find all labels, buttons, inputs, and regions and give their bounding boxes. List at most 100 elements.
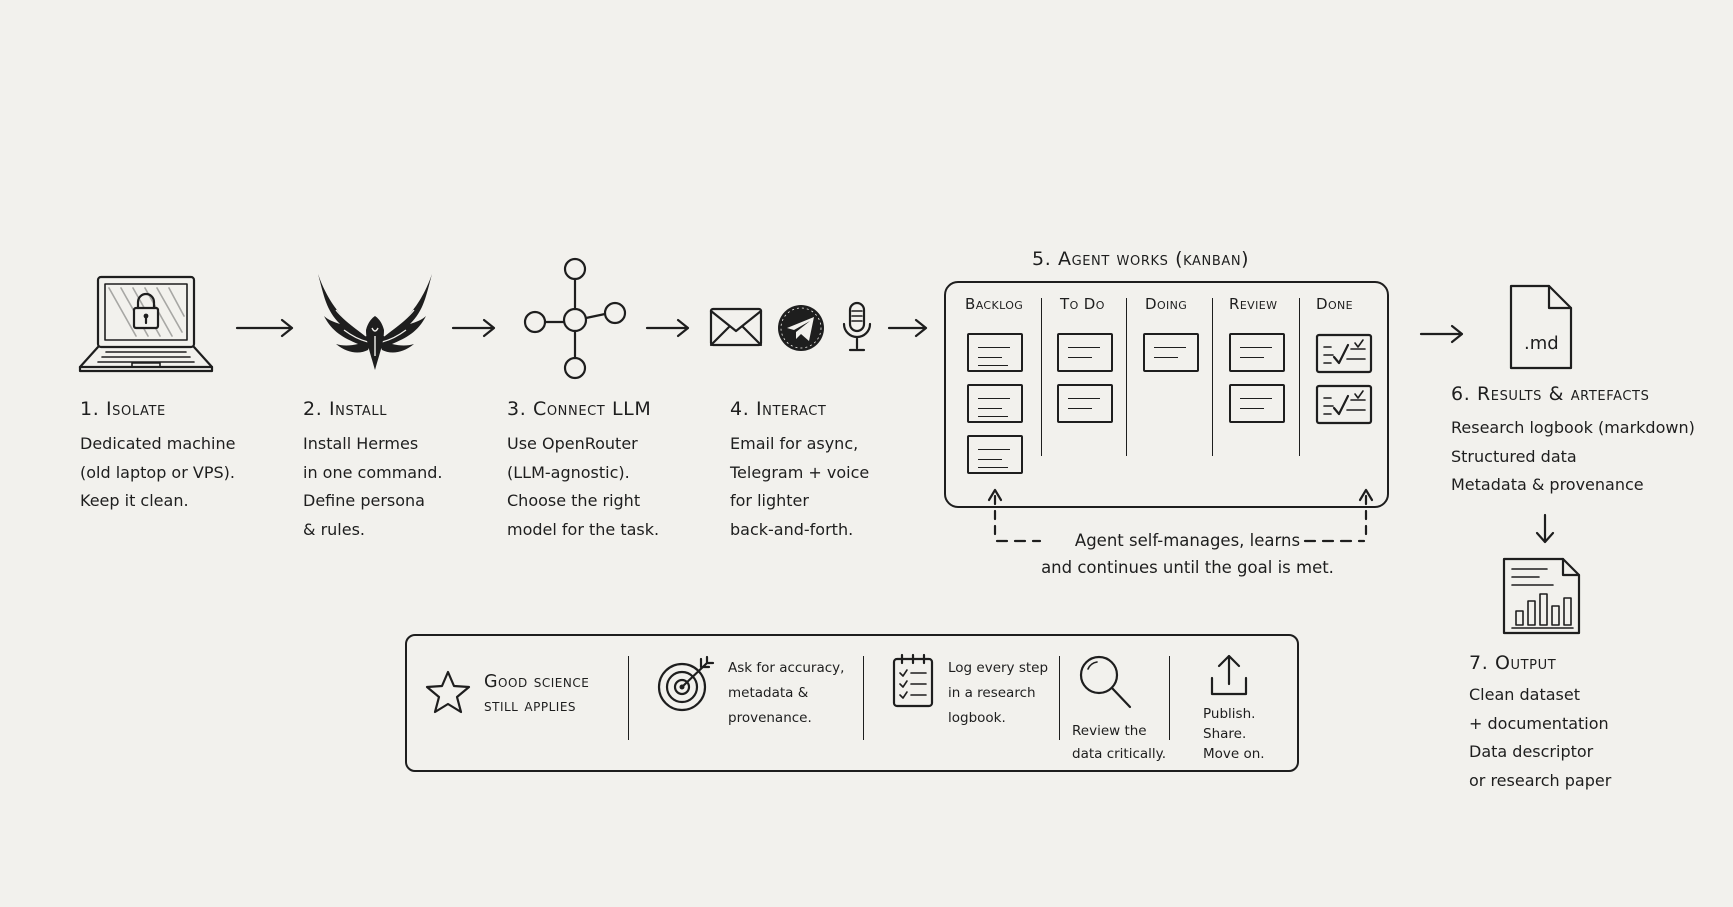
item-line: Review the — [1072, 723, 1147, 739]
good-science-item-publish: Publish. Share. Move on. — [1203, 704, 1265, 764]
kanban-column-doing: Doing — [1145, 295, 1188, 313]
item-line: Move on. — [1203, 746, 1265, 762]
good-science-item-review: Review the data critically. — [1072, 720, 1166, 766]
kanban-divider — [1212, 298, 1213, 456]
arrow-right-icon — [1419, 324, 1464, 344]
panel-divider — [1059, 656, 1060, 740]
checklist-icon — [892, 653, 934, 708]
item-line: metadata & — [728, 685, 809, 701]
kanban-column-todo: To Do — [1060, 295, 1105, 313]
kanban-card — [1229, 384, 1285, 423]
arrow-right-icon — [887, 318, 928, 338]
loop-line: Agent self-manages, learns — [1074, 531, 1301, 550]
desc-line: for lighter — [730, 491, 809, 510]
good-science-item-accuracy: Ask for accuracy, metadata & provenance. — [728, 656, 844, 731]
arrow-right-icon — [235, 318, 294, 338]
network-node-icon — [523, 257, 627, 380]
step-title-connect-llm: 3. Connect LLM — [507, 398, 652, 420]
step-title-interact: 4. Interact — [730, 398, 827, 420]
panel-divider — [628, 656, 629, 740]
telegram-icon — [778, 305, 824, 351]
kanban-card — [1057, 384, 1113, 423]
kanban-done-card — [1315, 333, 1373, 374]
feedback-loop-arrow — [987, 488, 1374, 543]
arrow-right-icon — [645, 318, 690, 338]
desc-line: back-and-forth. — [730, 519, 854, 539]
step-desc-interact: Email for async, Telegram + voice for li… — [730, 430, 869, 544]
desc-line: Use OpenRouter — [507, 434, 638, 453]
item-line: data critically. — [1072, 746, 1167, 762]
email-icon — [709, 307, 763, 347]
kanban-done-card — [1315, 384, 1373, 425]
desc-line: Structured data — [1451, 446, 1577, 466]
markdown-file-icon — [1509, 284, 1573, 370]
arrow-down-icon — [1535, 513, 1555, 544]
desc-line: Keep it clean. — [80, 491, 189, 510]
markdown-file-label: .md — [1524, 333, 1559, 354]
kanban-card — [1057, 333, 1113, 372]
item-line: logbook. — [948, 710, 1006, 726]
item-line: provenance. — [728, 710, 812, 726]
panel-divider — [1169, 656, 1170, 740]
kanban-divider — [1299, 298, 1300, 456]
target-icon — [657, 655, 715, 712]
feedback-loop-text: Agent self-manages, learns and continues… — [1000, 527, 1375, 581]
kanban-card — [1143, 333, 1199, 372]
step-desc-results: Research logbook (markdown) Structured d… — [1451, 414, 1695, 500]
upload-icon — [1210, 654, 1248, 696]
desc-line: Metadata & provenance — [1451, 475, 1644, 494]
item-line: Log every step — [948, 660, 1049, 676]
kanban-card — [967, 333, 1023, 372]
desc-line: Dedicated machine — [80, 434, 236, 453]
desc-line: + documentation — [1469, 713, 1609, 733]
desc-line: (LLM-agnostic). — [507, 462, 630, 482]
good-science-panel — [405, 634, 1299, 772]
desc-line: model for the task. — [507, 519, 660, 539]
kanban-column-backlog: Backlog — [965, 295, 1024, 313]
kanban-column-done: Done — [1316, 295, 1353, 313]
good-science-item-logbook: Log every step in a research logbook. — [948, 656, 1048, 731]
step-title-output: 7. Output — [1469, 652, 1557, 674]
laptop-lock-icon — [78, 275, 214, 373]
desc-line: Install Hermes — [303, 434, 419, 453]
report-chart-icon — [1502, 557, 1581, 635]
kanban-board — [944, 281, 1389, 508]
item-line: Publish. — [1203, 706, 1256, 722]
desc-line: Clean dataset — [1469, 685, 1580, 704]
good-science-title: Good science still applies — [484, 670, 589, 718]
item-line: Share. — [1203, 726, 1247, 742]
loop-line: and continues until the goal is met. — [1041, 558, 1334, 577]
desc-line: Data descriptor — [1469, 742, 1594, 761]
step-title-install: 2. Install — [303, 398, 388, 420]
desc-line: (old laptop or VPS). — [80, 462, 235, 482]
kanban-card — [967, 384, 1023, 423]
desc-line: & rules. — [303, 519, 365, 539]
desc-line: or research paper — [1469, 770, 1612, 790]
step-desc-isolate: Dedicated machine (old laptop or VPS). K… — [80, 430, 235, 516]
title-line: still applies — [484, 696, 577, 716]
step-desc-install: Install Hermes in one command. Define pe… — [303, 430, 442, 544]
kanban-column-review: Review — [1229, 295, 1278, 313]
desc-line: Choose the right — [507, 491, 641, 510]
desc-line: Research logbook (markdown) — [1451, 418, 1695, 437]
desc-line: Define persona — [303, 491, 425, 510]
desc-line: Email for async, — [730, 434, 859, 453]
winged-logo-icon — [318, 274, 432, 370]
kanban-card — [1229, 333, 1285, 372]
star-icon — [425, 670, 471, 714]
item-line: in a research — [948, 685, 1036, 701]
step-title-results: 6. Results & artefacts — [1451, 383, 1650, 405]
magnifier-icon — [1079, 655, 1132, 709]
step-desc-output: Clean dataset + documentation Data descr… — [1469, 681, 1611, 795]
step-title-isolate: 1. Isolate — [80, 398, 166, 420]
kanban-divider — [1041, 298, 1042, 456]
item-line: Ask for accuracy, — [728, 660, 845, 676]
kanban-divider — [1126, 298, 1127, 456]
title-line: Good science — [484, 672, 590, 692]
microphone-icon — [842, 301, 872, 352]
panel-divider — [863, 656, 864, 740]
arrow-right-icon — [451, 318, 496, 338]
desc-line: Telegram + voice — [730, 462, 870, 482]
kanban-title: 5. Agent works (kanban) — [1032, 248, 1250, 270]
desc-line: in one command. — [303, 462, 443, 482]
